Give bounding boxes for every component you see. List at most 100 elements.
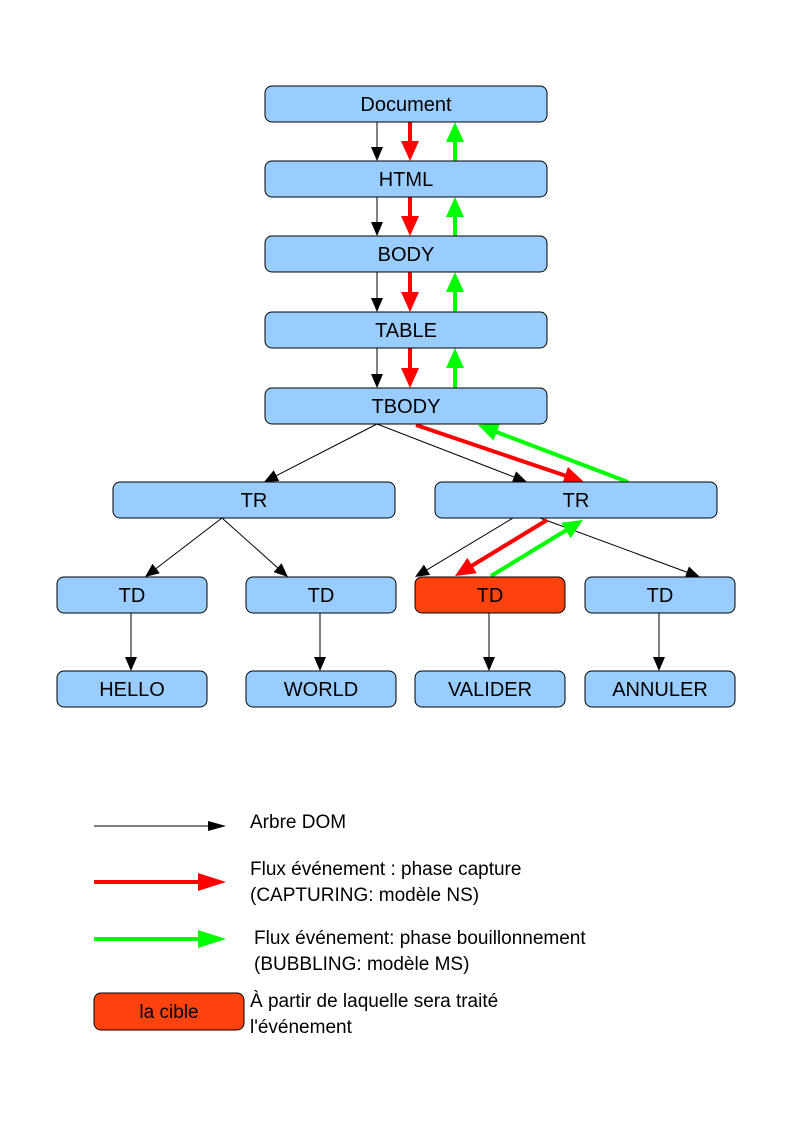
tree-arrow-html-to-body xyxy=(371,197,383,236)
node-label: TABLE xyxy=(375,320,437,342)
bubble-arrowhead-icon xyxy=(561,520,583,539)
tree-arrow-tbody-to-tr1 xyxy=(264,423,378,482)
node-box xyxy=(264,311,548,349)
legend-bubble-arrow-icon xyxy=(94,930,226,948)
tree-arrow-tbody-to-tr2 xyxy=(376,423,527,483)
tree-arrow-body-to-table xyxy=(371,272,383,312)
tree-arrow-document-to-html xyxy=(371,122,383,161)
node-box xyxy=(56,576,208,614)
node-tbody: TBODY xyxy=(264,387,548,425)
node-html: HTML xyxy=(264,160,548,198)
node-valider: VALIDER xyxy=(414,670,566,708)
capture-arrow-body-to-table xyxy=(401,272,419,312)
tree-arrow-shaft xyxy=(275,423,378,477)
node-label: TD xyxy=(477,585,504,607)
node-document: Document xyxy=(264,85,548,123)
tree-arrowhead-icon xyxy=(264,470,280,482)
capture-arrowhead-icon xyxy=(562,467,584,485)
tree-arrowhead-icon xyxy=(483,657,495,671)
node-box xyxy=(245,576,397,614)
tree-arrowhead-icon xyxy=(684,566,700,578)
legend-bubble-label-2: (BUBBLING: modèle MS) xyxy=(254,954,470,975)
tree-arrow-tr1-to-td2 xyxy=(221,517,288,577)
legend-dom-tree-label: Arbre DOM xyxy=(250,812,347,833)
node-box xyxy=(584,670,736,708)
tree-arrow-tr2-to-td3 xyxy=(415,517,514,577)
tree-arrowhead-icon xyxy=(371,298,383,312)
legend-target-label-2: l'événement xyxy=(250,1017,352,1038)
bubble-arrow-tr2-to-tbody xyxy=(478,423,629,484)
capture-arrow-html-to-body xyxy=(401,197,419,236)
bubble-arrowhead-icon xyxy=(446,348,464,368)
tree-arrow-table-to-tbody xyxy=(371,348,383,388)
bubble-arrow-shaft xyxy=(495,429,629,484)
node-world: WORLD xyxy=(245,670,397,708)
tree-arrow-shaft xyxy=(425,517,514,571)
bubble-arrow-html-to-document xyxy=(446,122,464,161)
node-tr1: TR xyxy=(112,481,396,519)
bubble-arrow-shaft xyxy=(489,528,568,578)
node-box xyxy=(414,670,566,708)
tree-arrow-td3-to-valider xyxy=(483,613,495,671)
node-tr2: TR xyxy=(434,481,718,519)
node-box xyxy=(264,387,548,425)
node-box xyxy=(56,670,208,708)
legend: la cible xyxy=(93,821,245,1031)
node-label: WORLD xyxy=(284,679,358,701)
node-label: TBODY xyxy=(372,396,441,418)
capture-arrow-tr2-to-td3 xyxy=(455,518,549,576)
node-td3-target: TD xyxy=(414,576,566,614)
node-td2: TD xyxy=(245,576,397,614)
node-label: TR xyxy=(241,490,268,512)
tree-arrowhead-icon xyxy=(653,657,665,671)
capture-arrowhead-icon xyxy=(401,292,419,312)
tree-arrowhead-icon xyxy=(371,222,383,236)
tree-arrowhead-icon xyxy=(511,471,527,483)
legend-target-box: la cible xyxy=(93,992,245,1031)
node-label: HTML xyxy=(379,169,433,191)
capture-arrowhead-icon xyxy=(455,557,477,576)
tree-arrow-td1-to-hello xyxy=(125,613,137,671)
node-box xyxy=(112,481,396,519)
bubble-arrowhead-icon xyxy=(446,122,464,142)
tree-arrow-shaft xyxy=(221,517,279,569)
bubble-arrowhead-icon xyxy=(446,272,464,292)
node-td1: TD xyxy=(56,576,208,614)
node-box xyxy=(264,85,548,123)
tree-arrow-tr1-to-td1 xyxy=(145,517,223,577)
legend-bubble-label-1: Flux événement: phase bouillonnement xyxy=(254,928,586,949)
capture-arrowhead-icon xyxy=(401,141,419,161)
tree-arrowhead-icon xyxy=(273,563,288,577)
node-box xyxy=(584,576,736,614)
node-body: BODY xyxy=(264,235,548,273)
tree-arrow-td2-to-world xyxy=(314,613,326,671)
tree-arrow-shaft xyxy=(376,423,516,478)
legend-capture-label-2: (CAPTURING: modèle NS) xyxy=(250,885,480,906)
node-box xyxy=(264,235,548,273)
tree-arrowhead-icon xyxy=(125,657,137,671)
tree-arrow-shaft xyxy=(539,517,688,573)
tree-arrowhead-icon xyxy=(371,147,383,161)
capture-arrow-document-to-html xyxy=(401,122,419,161)
tree-arrow-td4-to-annuler xyxy=(653,613,665,671)
tree-arrowhead-icon xyxy=(314,657,326,671)
bubble-arrow-table-to-body xyxy=(446,272,464,312)
tree-arrowhead-icon xyxy=(145,563,160,577)
node-label: TD xyxy=(119,585,146,607)
node-label: ANNULER xyxy=(612,679,708,701)
capture-arrow-shaft xyxy=(415,423,567,478)
node-label: VALIDER xyxy=(448,679,532,701)
node-label: TD xyxy=(647,585,674,607)
edges-layer xyxy=(125,122,700,671)
bubble-arrow-body-to-html xyxy=(446,197,464,236)
tree-arrowhead-icon xyxy=(415,564,431,577)
bubble-arrow-tbody-to-table xyxy=(446,348,464,388)
node-label: BODY xyxy=(378,244,435,266)
capture-arrow-table-to-tbody xyxy=(401,348,419,388)
node-box xyxy=(245,670,397,708)
node-label: Document xyxy=(360,94,452,116)
node-box xyxy=(264,160,548,198)
tree-arrowhead-icon xyxy=(371,374,383,388)
node-annuler: ANNULER xyxy=(584,670,736,708)
